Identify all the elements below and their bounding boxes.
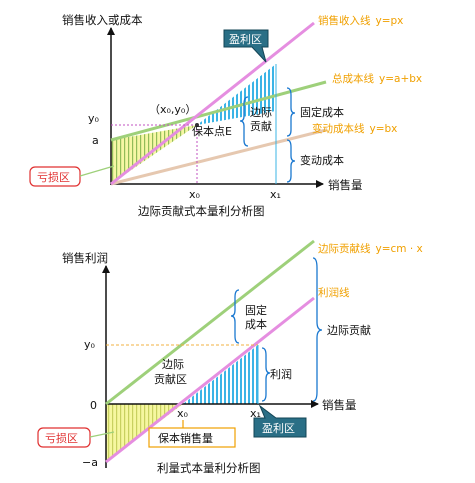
chart1-x0-label: x₀ — [189, 188, 201, 201]
chart2-fixed-cost-label-2: 成本 — [245, 317, 267, 331]
chart2-loss-zone-box: 亏损区 — [37, 427, 115, 448]
chart2-profit-line — [105, 296, 315, 464]
chart1-a-label: a — [92, 134, 99, 147]
chart1-contribution-label-1: 边际 — [250, 106, 272, 119]
chart1-fixed-cost-label: 固定成本 — [300, 105, 344, 119]
chart2-profit-zone-label: 盈利区 — [262, 422, 295, 435]
chart2-contribution-zone-label-1: 边际 — [162, 358, 184, 371]
chart2-x-axis-label: 销售量 — [322, 398, 357, 412]
chart1-profit-zone-callout: 盈利区 — [223, 29, 269, 63]
chart1-variable-cost-brace — [286, 139, 296, 183]
chart1-breakeven-label: 保本点E — [192, 124, 232, 138]
chart2-x1-label: x₁ — [250, 407, 261, 420]
chart2-profit-area — [183, 345, 258, 404]
chart1-loss-zone-box: 亏损区 — [29, 165, 115, 187]
chart2-profit-brace — [261, 347, 271, 402]
chart1-variable-cost-label: 变动成本 — [300, 153, 344, 167]
chart2-y-axis-label: 销售利润 — [62, 251, 108, 265]
chart1-fixed-cost-brace — [286, 87, 296, 137]
chart2-profit-line-label: 利润线 — [318, 286, 350, 299]
chart2-loss-zone-label: 亏损区 — [45, 431, 78, 445]
chart2-zero-label: 0 — [90, 399, 97, 412]
chart1-y0-label: y₀ — [88, 112, 100, 125]
chart1-x1-label: x₁ — [270, 188, 281, 201]
chart1-contribution-label-2: 贡献 — [250, 119, 272, 133]
chart2-breakeven-volume-label: 保本销售量 — [158, 431, 213, 445]
chart2-contribution-zone-label-2: 贡献区 — [154, 372, 187, 386]
chart2-contribution-label: 边际贡献 — [327, 323, 371, 337]
chart2-x0-label: x₀ — [177, 407, 189, 420]
chart2-y0-label: y₀ — [84, 338, 96, 351]
chart2-contribution-line — [105, 239, 315, 406]
chart1-contribution-brace — [239, 96, 249, 147]
chart2-neg-a-label: −a — [82, 456, 98, 469]
chart2-caption: 利量式本量利分析图 — [157, 461, 261, 475]
chart1-breakeven-coord: （x₀,y₀） — [149, 103, 196, 116]
chart1-revenue-line — [110, 21, 315, 186]
chart1-profit-area — [197, 64, 276, 125]
chart1-y-axis-label: 销售收入或成本 — [62, 13, 143, 27]
chart2-fixed-cost-brace — [230, 289, 240, 344]
chart1-caption: 边际贡献式本量利分析图 — [138, 204, 265, 218]
chart2-profit-zone-callout: 盈利区 — [253, 404, 307, 438]
chart1-profit-zone-label: 盈利区 — [229, 33, 262, 46]
chart2-contribution-brace — [312, 257, 323, 402]
chart1-loss-area — [111, 125, 197, 184]
chart1-variable-cost-line — [110, 128, 327, 186]
chart2-profit-label: 利润 — [270, 367, 292, 381]
chart2-fixed-cost-label-1: 固定 — [245, 303, 267, 317]
chart1-x-axis-label: 销售量 — [328, 178, 363, 192]
chart1-loss-zone-label: 亏损区 — [37, 170, 70, 184]
chart1-breakeven-point — [195, 123, 199, 127]
chart2-breakeven-volume-box: 保本销售量 — [148, 420, 236, 448]
